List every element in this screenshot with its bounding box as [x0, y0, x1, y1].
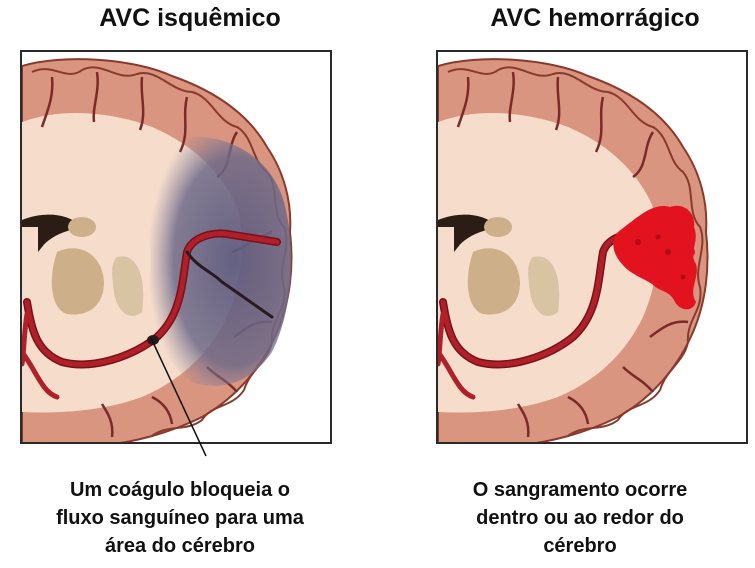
ischemic-stroke-title: AVC isquêmico: [99, 4, 281, 32]
ischemic-brain-illustration-frame: [20, 50, 332, 444]
midline-septum: [22, 227, 38, 277]
hemorrhagic-caption-line-1: O sangramento ocorre: [472, 479, 688, 501]
artery-branch: [22, 349, 60, 400]
hemorrhagic-caption: O sangramento ocorre dentro ou ao redor …: [400, 476, 755, 560]
thalamus: [112, 256, 144, 316]
ischemic-caption: Um coágulo bloqueia o fluxo sanguíneo pa…: [0, 476, 360, 560]
hemorrhagic-caption-line-2: dentro ou ao redor do: [476, 507, 684, 529]
caudate-nucleus: [68, 217, 96, 237]
hemorrhagic-brain-illustration: [438, 58, 709, 442]
blood-clot: [147, 335, 159, 345]
ischemic-caption-line-3: área do cérebro: [104, 535, 256, 557]
hemorrhagic-brain-illustration-frame: [436, 50, 748, 444]
basal-ganglia: [51, 248, 104, 315]
ischemic-area: [147, 136, 292, 386]
hemorrhagic-caption-line-3: cérebro: [543, 535, 617, 557]
hemorrhage-area: [613, 205, 697, 310]
hemorrhagic-stroke-title: AVC hemorrágico: [490, 4, 700, 32]
ischemic-caption-line-1: Um coágulo bloqueia o: [69, 479, 290, 501]
ischemic-brain-illustration: [22, 58, 293, 442]
ischemic-caption-line-2: fluxo sanguíneo para uma: [56, 507, 304, 529]
